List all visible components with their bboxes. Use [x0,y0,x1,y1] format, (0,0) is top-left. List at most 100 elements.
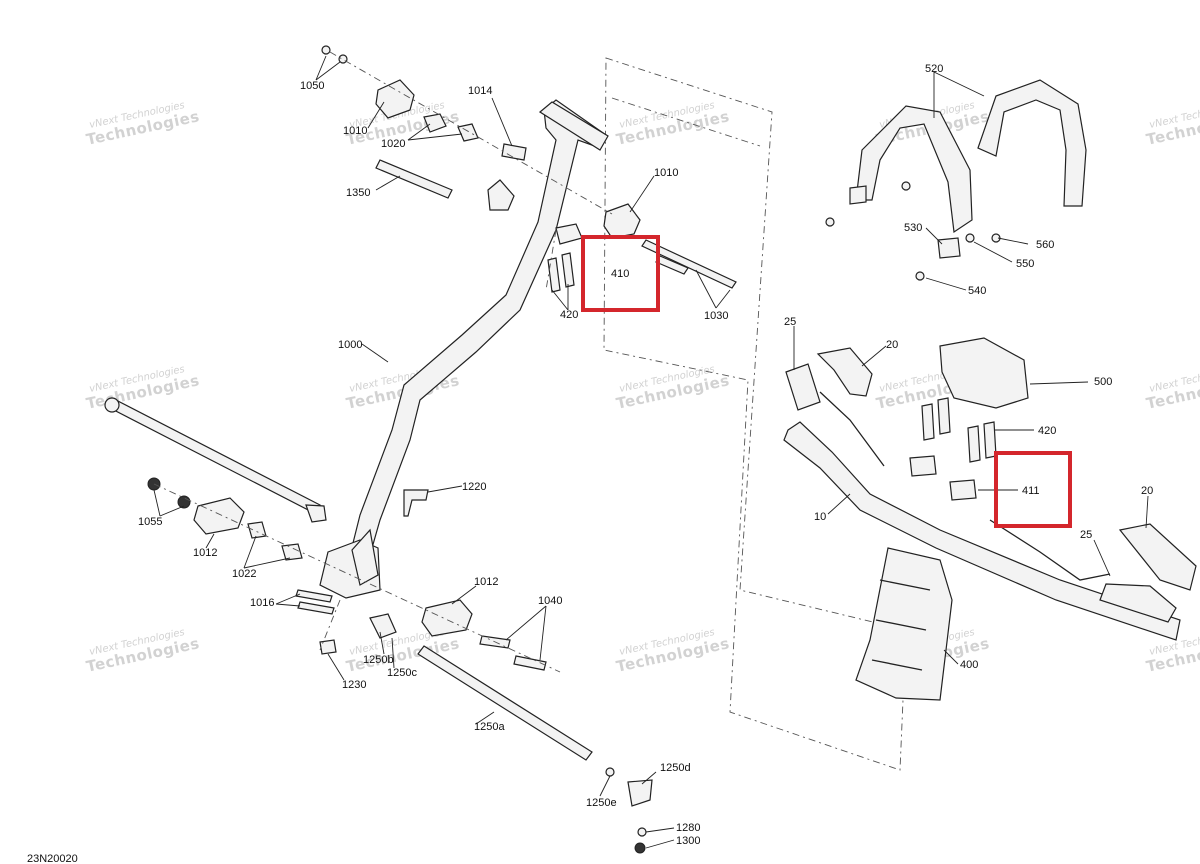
bolt-420e [967,425,981,463]
callout-1016[interactable]: 1016 [250,597,274,609]
callout-560[interactable]: 560 [1036,239,1054,251]
callout-1012-left[interactable]: 1012 [193,547,217,559]
spacer-1020b [457,123,479,142]
clamp-411a [909,455,937,477]
callout-1050[interactable]: 1050 [300,80,324,92]
watermark: vNext Technologies Technologies [85,364,202,413]
callout-540[interactable]: 540 [968,285,986,297]
callout-1250e[interactable]: 1250e [586,797,617,809]
callout-520[interactable]: 520 [925,63,943,75]
bracket-center [487,179,515,211]
nut-560a [901,181,911,191]
bushing-1022a [247,521,267,539]
steering-column [319,99,609,599]
riser-400 [855,547,953,701]
clamp-base [555,223,583,245]
grip-25a [785,363,821,411]
cable-left [819,391,885,467]
handlebar-10 [783,421,1181,641]
callout-411[interactable]: 411 [1022,485,1040,497]
washer-1280 [637,827,647,837]
nut-1250e [605,767,615,777]
callout-400[interactable]: 400 [960,659,978,671]
hose-20b [1118,523,1197,591]
callout-1012-right[interactable]: 1012 [474,576,498,588]
callout-25-right[interactable]: 25 [1080,529,1092,541]
callout-10[interactable]: 10 [814,511,826,523]
callout-1350[interactable]: 1350 [346,187,370,199]
bolt-420a [547,257,561,293]
rod-end-right [305,504,327,523]
watermark: vNext Technologies Technologies [85,100,202,149]
clamp-530a [849,185,867,205]
callout-1030[interactable]: 1030 [704,310,728,322]
callout-1014[interactable]: 1014 [468,85,492,97]
callout-1250d[interactable]: 1250d [660,762,691,774]
callout-1230[interactable]: 1230 [342,679,366,691]
drawing-code: 23N20020 [27,853,78,864]
bar-1350 [375,159,453,199]
callout-1020[interactable]: 1020 [381,138,405,150]
watermark: vNext Technologies Technologies [85,627,202,676]
callout-20-left[interactable]: 20 [886,339,898,351]
column-top [538,101,609,151]
callout-1280[interactable]: 1280 [676,822,700,834]
hose-20a [816,347,873,397]
tie-rod-left [104,397,327,523]
callout-420-left[interactable]: 420 [560,309,578,321]
callout-1055[interactable]: 1055 [138,516,162,528]
grip-cover-520 [977,79,1087,207]
callout-1040[interactable]: 1040 [538,595,562,607]
callout-1250c[interactable]: 1250c [387,667,417,679]
bracket-1012a [193,497,245,535]
callout-20-right[interactable]: 20 [1141,485,1153,497]
callout-1300[interactable]: 1300 [676,835,700,847]
joint-1250b [369,613,397,639]
callout-500[interactable]: 500 [1094,376,1112,388]
watermark: vNext Technologies Technologies [1145,100,1200,149]
subassembly-frame [603,57,907,771]
bolt-1030a [641,239,737,289]
rod-1250a [417,645,593,761]
nut-1050 [321,45,331,55]
column-gusset [351,528,379,586]
callout-530[interactable]: 530 [904,222,922,234]
highlight-box-410[interactable] [581,235,660,312]
callout-1250a[interactable]: 1250a [474,721,505,733]
housing-500 [939,337,1029,409]
rod-end-1250d [627,779,653,807]
washer-1050 [338,54,348,64]
rod-end-left [104,397,120,413]
callout-1220[interactable]: 1220 [462,481,486,493]
bolt-420b [561,252,575,288]
watermark: vNext Technologies Technologies [1145,364,1200,413]
highlight-box-411[interactable] [994,451,1072,528]
nut-1300 [634,842,646,854]
bushing-1022b [281,543,303,561]
callout-1010-right[interactable]: 1010 [654,167,678,179]
callout-1000[interactable]: 1000 [338,339,362,351]
clamp-411b [949,479,977,501]
washer-550 [965,233,975,243]
bushing-1230 [319,639,337,655]
bolt-540a [825,217,835,227]
shield-520 [855,105,973,234]
callout-1022[interactable]: 1022 [232,568,256,580]
watermark: vNext Technologies Technologies [615,627,732,676]
bolt-540b [915,271,925,281]
ring-1016b [297,601,335,615]
lower-hardware [147,477,653,854]
callout-420-right[interactable]: 420 [1038,425,1056,437]
callout-410[interactable]: 410 [611,268,629,280]
callout-550[interactable]: 550 [1016,258,1034,270]
pin-1220 [403,489,429,517]
clamp-530b [937,237,961,259]
bolt-1040b [513,655,547,671]
top-hardware [321,45,737,293]
highlight-layer [581,235,1072,528]
leader-lines [153,55,1149,849]
callout-25-left[interactable]: 25 [784,316,796,328]
callout-1010-top[interactable]: 1010 [343,125,367,137]
callout-1250b[interactable]: 1250b [363,654,394,666]
